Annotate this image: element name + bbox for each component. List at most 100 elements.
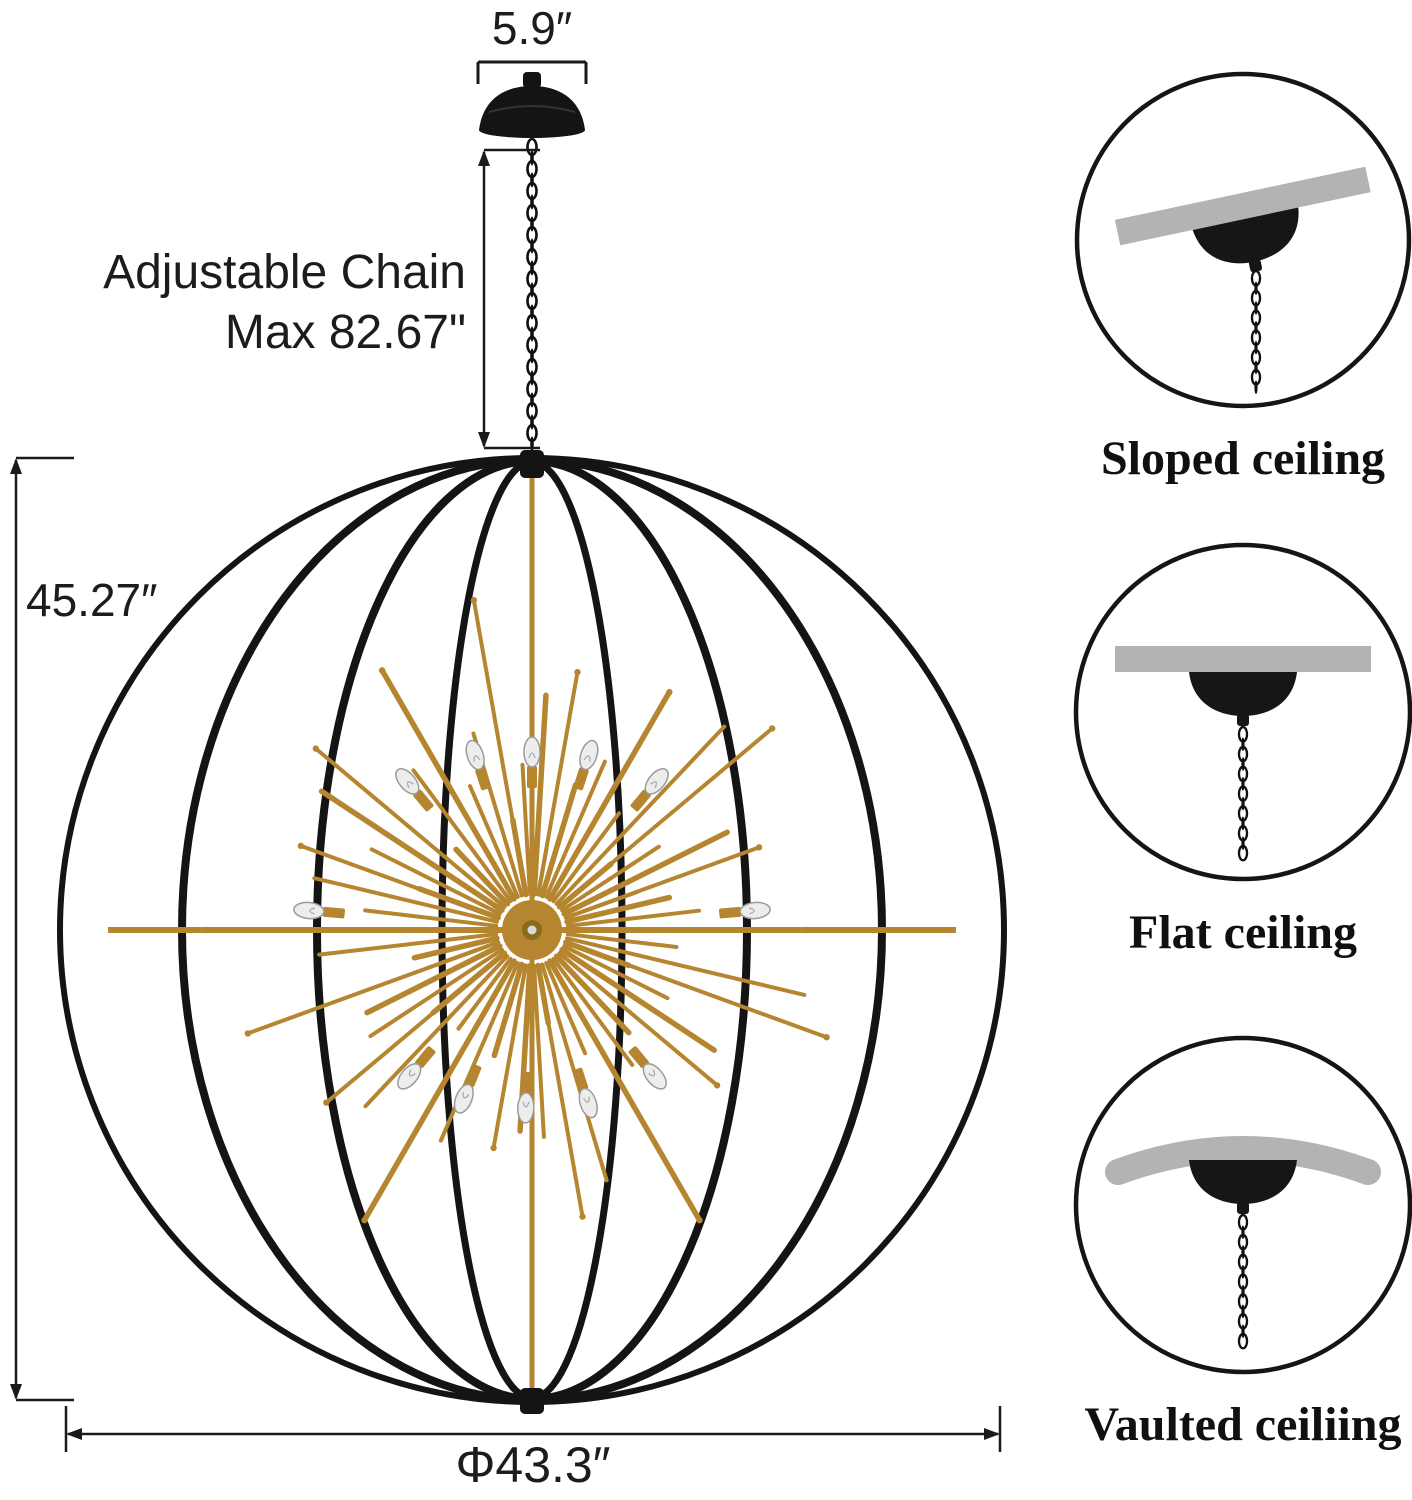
chain-link	[1241, 816, 1245, 831]
inset-sloped-ceiling: Sloped ceiling	[1074, 71, 1412, 485]
bulb-glass	[517, 1092, 535, 1124]
sputnik-ray	[557, 951, 720, 1088]
canopy-dome	[1189, 1160, 1297, 1204]
sputnik-ray	[312, 876, 499, 924]
chain-link	[1237, 844, 1249, 862]
sputnik-ray	[361, 958, 517, 1223]
sputnik-ray	[563, 845, 762, 920]
sputnik-ray	[554, 724, 727, 906]
sputnik-ray	[491, 961, 525, 1059]
sputnik-ray	[532, 963, 546, 1139]
candelabra-bulb	[293, 901, 345, 920]
ray-tip	[755, 844, 763, 851]
chain-link	[1254, 301, 1258, 315]
sputnik-ray	[565, 908, 701, 928]
bulb-glass	[465, 739, 485, 771]
bulb-glass	[644, 768, 669, 795]
chain-link	[1241, 836, 1245, 850]
sputnik-ray	[536, 670, 580, 897]
candelabra-bulb	[719, 901, 771, 920]
sputnik-ray	[245, 940, 501, 1036]
sputnik-ray	[551, 956, 635, 1067]
chain-link	[1254, 281, 1258, 295]
bulb-filament	[648, 1069, 656, 1077]
chain-link	[530, 216, 534, 232]
canopy-width-label: 5.9″	[492, 2, 572, 54]
sputnik-ray	[559, 947, 717, 1053]
inset-label-flat: Flat ceiling	[1129, 906, 1357, 959]
ray-tip	[297, 842, 305, 850]
chain-link	[530, 414, 534, 430]
bulb-socket	[521, 1071, 532, 1095]
sputnik-ray	[560, 844, 661, 913]
candelabra-bulb	[523, 736, 541, 788]
chain-link	[1254, 380, 1258, 394]
flat-mount	[1115, 646, 1371, 726]
inset-vaulted-ceiling: Vaulted ceiliing	[1073, 1035, 1412, 1451]
ray-tip	[203, 926, 211, 934]
sputnik-ray	[565, 932, 679, 949]
sputnik-ray	[547, 958, 703, 1223]
sputnik-ray	[491, 963, 528, 1151]
bulb-socket	[413, 789, 434, 812]
chain-link	[1254, 340, 1258, 355]
chain-link	[1241, 777, 1245, 791]
ray-tip	[713, 1082, 721, 1089]
sputnik-ray	[324, 951, 507, 1105]
ceiling-canopy	[479, 72, 585, 138]
bulb-socket	[719, 906, 742, 919]
ray-tip	[803, 926, 810, 934]
chain-link	[530, 348, 534, 364]
sputnik-ray	[564, 894, 673, 925]
bulb-glass	[395, 768, 420, 795]
bulb-filament	[309, 907, 316, 915]
sputnik-bulbs	[293, 736, 771, 1124]
ray-tip	[823, 1034, 830, 1041]
bulb-socket	[322, 906, 345, 919]
sputnik-ray	[553, 953, 632, 1036]
sputnik-ray	[561, 829, 730, 917]
bulb-socket	[465, 1064, 482, 1088]
sputnik-ray	[565, 936, 807, 997]
chain-link	[1254, 360, 1258, 375]
bulb-filament	[650, 781, 658, 789]
ray-tip	[666, 688, 673, 696]
canopy-dome	[1192, 207, 1299, 264]
sputnik-ray	[317, 932, 499, 957]
chain-link	[530, 370, 534, 386]
bulb-filament	[522, 1101, 530, 1108]
bulb-socket	[573, 767, 589, 791]
sputnik-ray	[298, 843, 501, 920]
sputnik-ray	[544, 961, 588, 1056]
ray-tip	[244, 1030, 252, 1037]
ray-tip	[312, 745, 320, 752]
inset-chain	[1237, 1213, 1249, 1350]
ceiling-slab-vaulted	[1105, 1136, 1381, 1185]
chain-link	[530, 172, 534, 188]
bulb-glass	[578, 1087, 598, 1119]
sputnik-center-screw	[527, 925, 537, 935]
sputnik-ray	[551, 811, 621, 904]
candelabra-bulb	[453, 1064, 482, 1114]
sputnik-ray	[531, 692, 549, 897]
height-label: 45.27″	[26, 574, 157, 626]
bulb-socket	[415, 1046, 436, 1068]
bulb-socket	[527, 766, 537, 788]
bulb-glass	[739, 901, 771, 920]
candelabra-bulb	[628, 1046, 667, 1090]
inset-chain	[1250, 269, 1262, 394]
bulb-socket	[475, 767, 491, 791]
sputnik-ray	[313, 746, 507, 909]
bulb-filament	[583, 755, 591, 762]
chain-link	[1237, 1332, 1249, 1350]
bulb-socket	[572, 1067, 589, 1091]
canopy-knob	[523, 72, 541, 88]
sputnik-ray	[520, 762, 532, 897]
canopy-dome	[479, 86, 585, 130]
sputnik-ray	[363, 908, 499, 928]
chain-link	[530, 194, 534, 210]
inset-chain	[1237, 725, 1249, 862]
sputnik-ray	[364, 943, 503, 1016]
canopy-ridge	[488, 105, 576, 113]
ray-tip	[470, 596, 478, 604]
